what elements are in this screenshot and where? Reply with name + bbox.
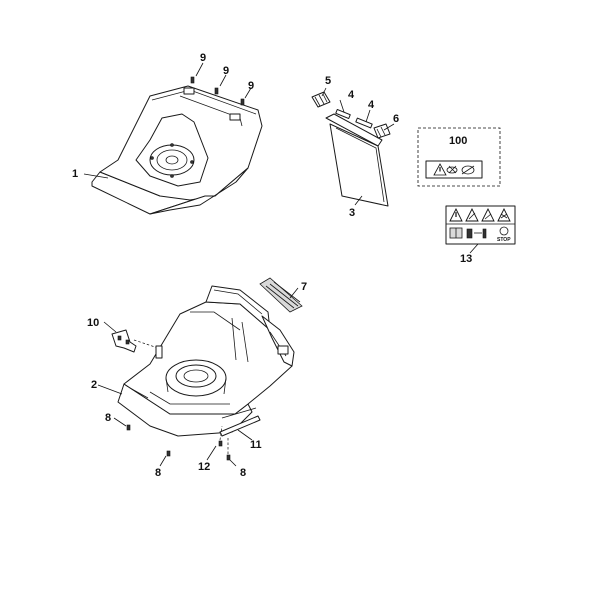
callout-9-c: 9 — [248, 80, 254, 92]
mower-deck-part — [117, 285, 295, 437]
rear-flap-part — [325, 113, 389, 207]
callout-4-b: 4 — [368, 99, 375, 111]
stop-label: STOP — [497, 237, 511, 243]
foot-hazard-icon — [461, 165, 475, 175]
callout-5: 5 — [325, 75, 331, 87]
callout-labels: 1 2 3 4 4 5 6 7 8 8 8 9 9 9 10 11 12 13 … — [72, 52, 472, 479]
warning-decal-13: STOP — [445, 205, 516, 245]
screw-8-c — [226, 454, 231, 461]
hand-hazard-icon — [446, 165, 458, 174]
warning-triangle-icon — [433, 163, 447, 176]
strip-11 — [219, 415, 261, 437]
callout-8-b: 8 — [155, 467, 161, 479]
stop-sign-icon: STOP — [497, 226, 511, 243]
clip-10 — [111, 329, 137, 353]
screw-9-a — [190, 76, 195, 84]
warning-triangle-icon — [497, 207, 511, 222]
callout-1: 1 — [72, 168, 78, 180]
screw-8-a — [126, 424, 131, 431]
screw-8-b — [166, 450, 171, 457]
pin-4-b — [355, 117, 373, 129]
callout-8-a: 8 — [105, 412, 111, 424]
callout-4-a: 4 — [348, 89, 355, 101]
callout-10: 10 — [87, 317, 99, 329]
leader-lines — [83, 62, 479, 467]
callout-8-c: 8 — [240, 467, 246, 479]
spring-6 — [373, 123, 391, 139]
callout-13: 13 — [460, 253, 472, 265]
decal-kit-100 — [417, 127, 501, 187]
callout-12: 12 — [198, 461, 210, 473]
pin-4-a — [335, 109, 351, 119]
warning-triangle-icon — [449, 207, 463, 222]
foot-hazard-icon — [481, 207, 495, 222]
ear-protection-icon — [466, 228, 487, 239]
spring-5 — [311, 91, 331, 108]
callout-7: 7 — [301, 281, 307, 293]
callout-100: 100 — [449, 135, 467, 147]
filter-pad-7 — [259, 277, 303, 313]
callout-3: 3 — [349, 207, 355, 219]
screw-9-b — [214, 87, 219, 95]
screw-12 — [218, 440, 223, 447]
callout-2: 2 — [91, 379, 97, 391]
callout-9-a: 9 — [200, 52, 206, 64]
screw-9-c — [240, 98, 245, 106]
top-cover-part — [91, 85, 263, 215]
callout-9-b: 9 — [223, 65, 229, 77]
manual-book-icon — [449, 227, 463, 239]
callout-6: 6 — [393, 113, 399, 125]
hand-hazard-icon — [465, 207, 479, 222]
callout-11: 11 — [250, 439, 262, 451]
